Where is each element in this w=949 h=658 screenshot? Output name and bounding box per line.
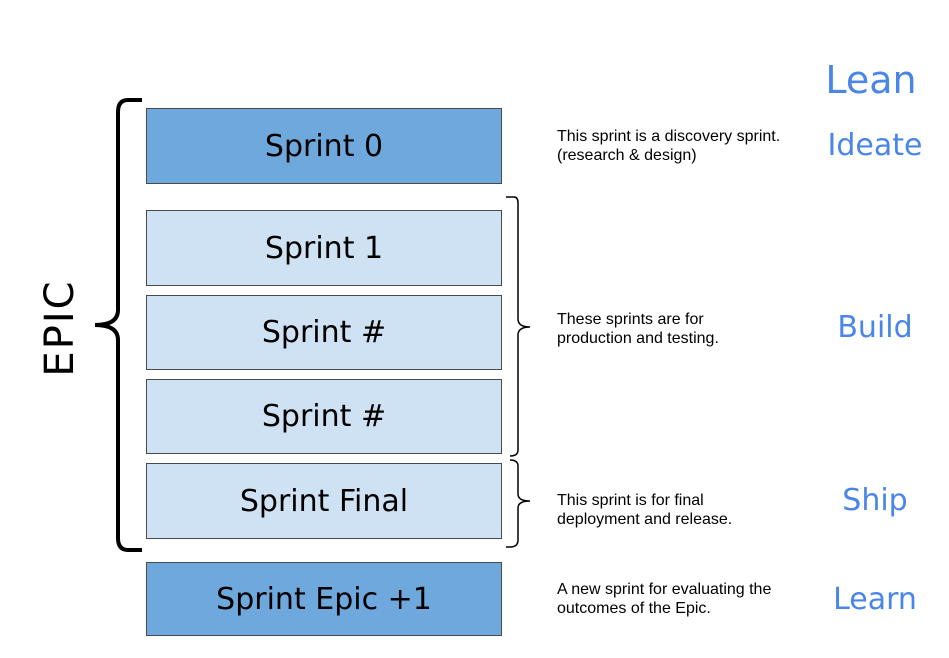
- description-deployment: This sprint is for final deployment and …: [557, 492, 733, 528]
- sprint-box-2: Sprint #: [146, 295, 502, 370]
- description-evaluation: A new sprint for evaluating the outcomes…: [557, 581, 772, 617]
- phase-learn: Learn: [833, 582, 917, 617]
- lean-heading: Lean: [825, 58, 917, 102]
- sprint-box-final: Sprint Final: [146, 463, 502, 539]
- sprint-box-epic-plus-1: Sprint Epic +1: [146, 562, 502, 636]
- sprint-box-0: Sprint 0: [146, 108, 502, 184]
- description-production: These sprints are for production and tes…: [557, 311, 719, 347]
- sprint-box-1: Sprint 1: [146, 210, 502, 286]
- phase-ideate: Ideate: [827, 128, 923, 163]
- ship-bracket: [506, 459, 531, 548]
- phase-build: Build: [837, 310, 913, 345]
- description-discovery: This sprint is a discovery sprint. (rese…: [557, 128, 781, 164]
- sprint-box-3: Sprint #: [146, 379, 502, 454]
- phase-ship: Ship: [842, 483, 908, 518]
- epic-label: EPIC: [37, 279, 83, 377]
- build-bracket: [506, 196, 531, 457]
- epic-brace: [94, 98, 142, 552]
